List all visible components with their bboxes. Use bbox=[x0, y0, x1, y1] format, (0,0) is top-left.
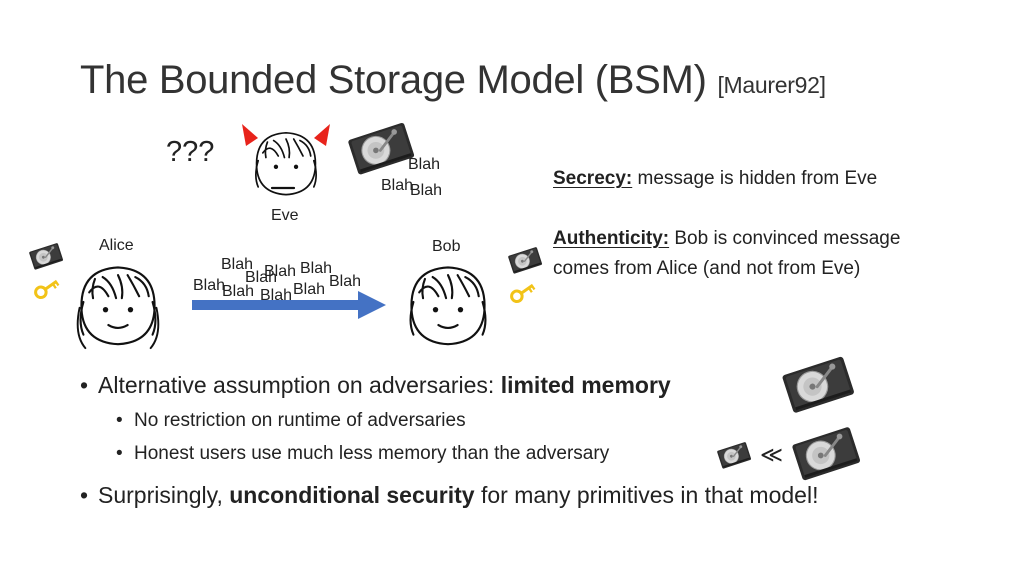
slide-title: The Bounded Storage Model (BSM) [Maurer9… bbox=[80, 58, 826, 103]
eve-face-icon bbox=[242, 124, 330, 208]
bullet-2-suffix: for many primitives in that model! bbox=[474, 482, 819, 508]
much-less-than-symbol: ≪ bbox=[760, 442, 784, 467]
title-citation: [Maurer92] bbox=[717, 72, 826, 98]
alice-face-icon bbox=[76, 254, 160, 350]
sub-bullet-2-text: Honest users use much less memory than t… bbox=[134, 443, 610, 464]
authenticity-term: Authenticity: bbox=[553, 228, 670, 249]
bullet-alternative-assumption: •Alternative assumption on adversaries: … bbox=[80, 372, 671, 399]
sub-bullet-runtime: • No restriction on runtime of adversarie… bbox=[116, 410, 466, 432]
bob-key-icon bbox=[508, 280, 538, 304]
eve-hard-drive-icon bbox=[346, 120, 416, 176]
channel-blah-6: Blah bbox=[193, 277, 226, 294]
adversary-hard-drive-icon bbox=[780, 354, 856, 414]
bullet-1-bold: limited memory bbox=[500, 372, 671, 398]
eve-blah-3: Blah bbox=[410, 182, 443, 199]
bob-label: Bob bbox=[432, 238, 461, 255]
eve-label: Eve bbox=[271, 207, 299, 224]
bullet-dot: • bbox=[116, 443, 123, 464]
authenticity-text: Bob is convinced message bbox=[669, 228, 901, 249]
channel-arrow-icon bbox=[192, 291, 386, 319]
channel-blah-9: Blah bbox=[260, 287, 293, 304]
authenticity-property: Authenticity: Bob is convinced message c… bbox=[553, 224, 900, 284]
bullet-unconditional-security: • Surprisingly, unconditional security fo… bbox=[80, 482, 818, 509]
title-text: The Bounded Storage Model (BSM) bbox=[80, 58, 707, 102]
bullet-2-bold: unconditional security bbox=[229, 482, 475, 508]
channel-blah-1: Blah bbox=[221, 256, 254, 273]
channel-blah-3: Blah bbox=[300, 260, 333, 277]
eve-blah-2: Blah bbox=[381, 177, 414, 194]
eve-blah-1: Blah bbox=[408, 156, 441, 173]
secrecy-text: message is hidden from Eve bbox=[632, 168, 878, 189]
channel-blah-2: Blah bbox=[264, 263, 297, 280]
bullet-2-prefix: Surprisingly, bbox=[98, 482, 230, 508]
bob-face-icon bbox=[400, 254, 496, 350]
eve-horn-left-icon bbox=[242, 124, 258, 146]
alice-hard-drive-icon bbox=[28, 242, 64, 270]
bullet-dot: • bbox=[80, 372, 89, 398]
alice-label: Alice bbox=[99, 237, 134, 254]
sub-bullet-memory: • Honest users use much less memory than … bbox=[116, 443, 609, 465]
authenticity-text-line2: comes from Alice (and not from Eve) bbox=[553, 258, 861, 279]
channel-blah-5: Blah bbox=[329, 273, 362, 290]
bob-hard-drive-icon bbox=[507, 246, 543, 274]
channel-blah-8: Blah bbox=[293, 281, 326, 298]
secrecy-term: Secrecy: bbox=[553, 168, 633, 189]
bullet-1-text: Alternative assumption on adversaries: bbox=[98, 372, 501, 398]
eve-horn-right-icon bbox=[314, 124, 330, 146]
channel-blah-4: Blah bbox=[245, 269, 278, 286]
honest-hard-drive-icon bbox=[716, 441, 752, 469]
bullet-dot: • bbox=[80, 482, 89, 508]
bullet-dot: • bbox=[116, 410, 123, 431]
channel-blah-7: Blah bbox=[222, 283, 255, 300]
question-marks: ??? bbox=[166, 136, 215, 168]
sub-bullet-1-text: No restriction on runtime of adversaries bbox=[134, 410, 466, 431]
alice-key-icon bbox=[32, 276, 62, 300]
secrecy-property: Secrecy: message is hidden from Eve bbox=[553, 164, 877, 194]
large-hard-drive-icon bbox=[790, 424, 862, 482]
